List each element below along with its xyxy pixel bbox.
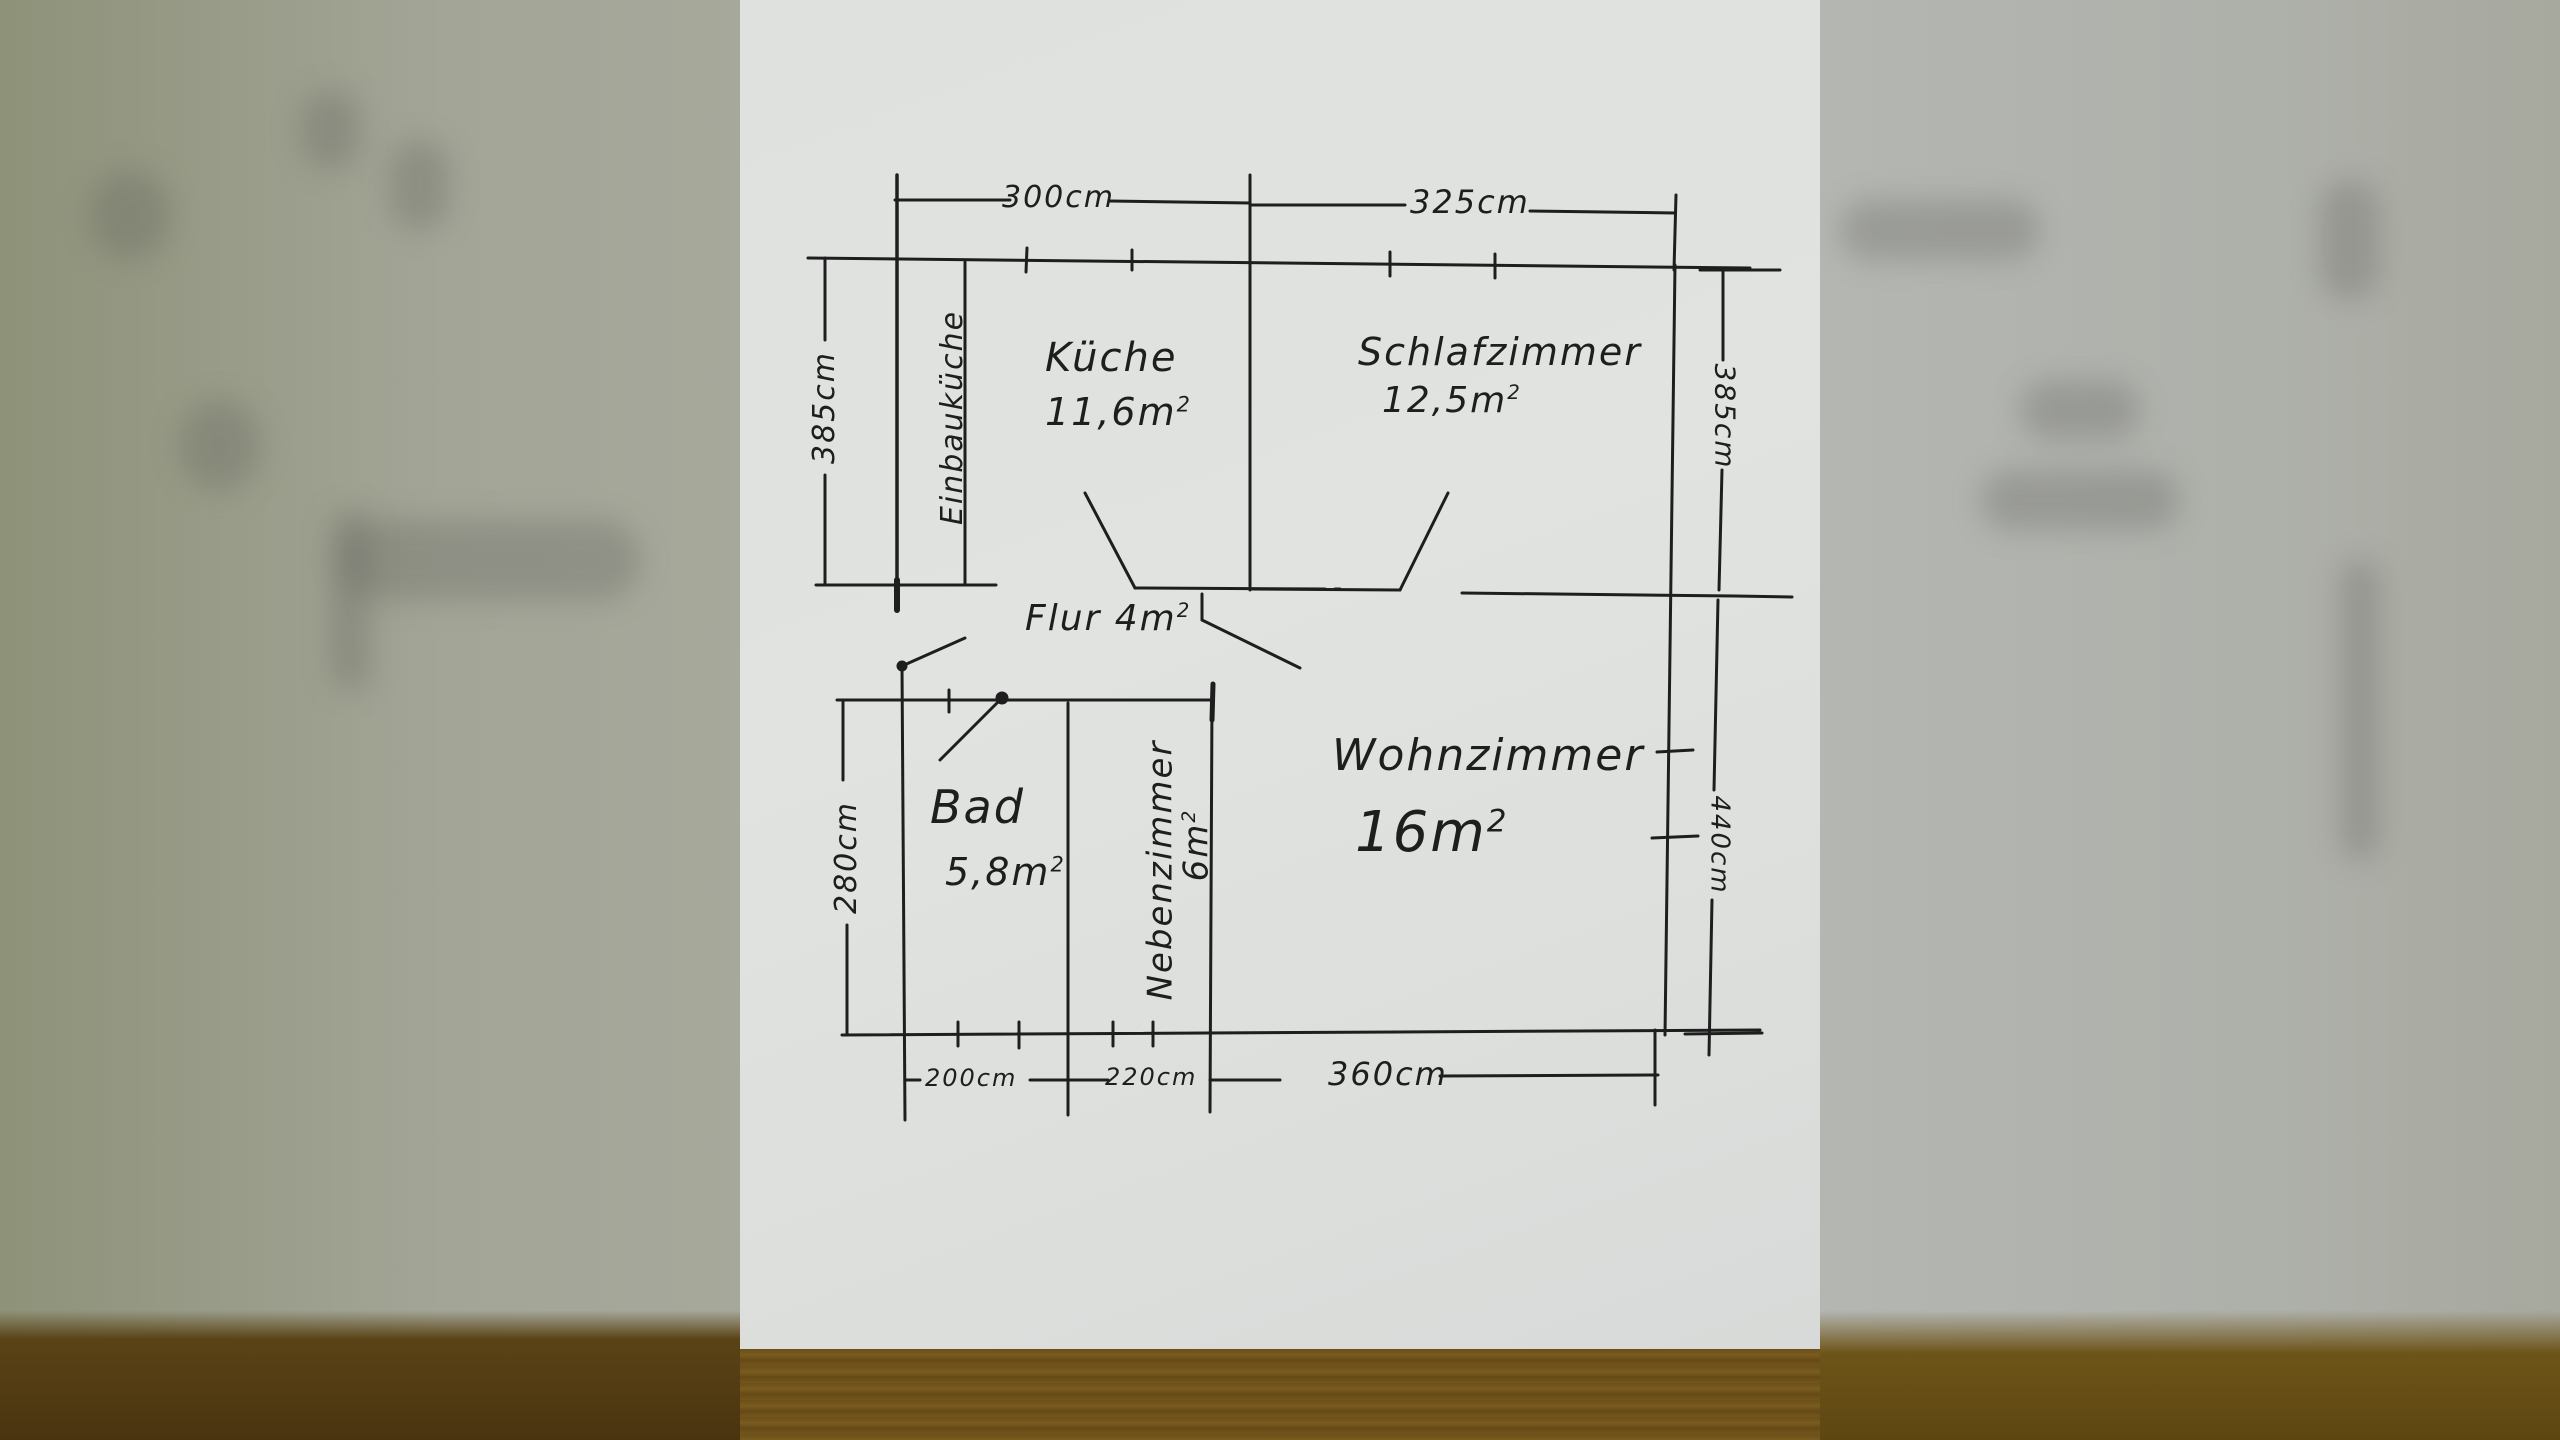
dim-label-bottom-wohn: 360cm xyxy=(1328,1055,1448,1093)
dim-label-left-upper: 385cm xyxy=(806,351,842,464)
dimension-line-right xyxy=(1683,268,1782,1057)
room-label-nebenzimmer: Nebenzimmer xyxy=(1140,739,1181,1001)
blur-mark xyxy=(390,140,450,230)
blur-mark xyxy=(330,510,370,690)
blur-mark xyxy=(1980,470,2180,530)
room-label-einbaukueche: Einbauküche xyxy=(935,309,971,526)
dim-label-top-right: 325cm xyxy=(1410,183,1530,221)
room-area-kueche: 11,6m2 xyxy=(1045,390,1192,434)
wall-top xyxy=(806,246,1752,280)
room-label-schlafzimmer: Schlafzimmer xyxy=(1358,330,1642,374)
room-area-bad: 5,8m2 xyxy=(945,850,1066,894)
dimension-line-left-lower xyxy=(841,700,849,1037)
room-label-kueche: Küche xyxy=(1045,335,1178,381)
wall-bottom xyxy=(840,1020,1762,1050)
wall-bad-left xyxy=(900,664,907,1122)
door-swing-schlafzimmer xyxy=(1398,491,1450,592)
blur-mark xyxy=(340,520,640,600)
wall-kueche-bottom xyxy=(814,491,1794,670)
room-label-wohnzimmer: Wohnzimmer xyxy=(1332,730,1645,781)
door-swing-kueche xyxy=(1083,491,1137,590)
blurred-background-left xyxy=(0,0,740,1440)
dimension-line-top xyxy=(893,173,1678,612)
wall-bad-top xyxy=(835,681,1216,723)
door-swing-wohnzimmer xyxy=(1200,618,1302,670)
blurred-background-right xyxy=(1820,0,2560,1440)
blur-mark xyxy=(1840,200,2040,260)
blur-mark xyxy=(90,170,170,260)
dim-label-left-lower: 280cm xyxy=(828,801,864,914)
dimension-line-bottom xyxy=(903,1028,1660,1107)
blur-mark xyxy=(180,400,260,490)
wall-right xyxy=(1650,263,1700,1037)
wooden-table xyxy=(740,1349,1820,1440)
dim-label-right-lower: 440cm xyxy=(1704,795,1735,895)
room-label-bad: Bad xyxy=(930,780,1025,834)
dim-label-bottom-bad: 200cm xyxy=(925,1064,1018,1092)
wall-nebenzimmer-right xyxy=(1208,698,1214,1114)
dim-label-bottom-neben: 220cm xyxy=(1105,1063,1198,1091)
dim-label-top-left: 300cm xyxy=(1002,180,1115,215)
room-area-schlafzimmer: 12,5m2 xyxy=(1382,380,1522,421)
floor-plan-photo: 300cm 325cm 385cm 385cm 280cm 440cm 200c… xyxy=(740,0,1820,1440)
dim-label-right-upper: 385cm xyxy=(1708,363,1742,470)
room-area-nebenzimmer: 6m2 xyxy=(1176,808,1217,882)
paper-sheet xyxy=(740,0,1820,1349)
room-area-wohnzimmer: 16m2 xyxy=(1355,800,1509,865)
blur-mark xyxy=(2020,380,2140,440)
floor-plan-drawing xyxy=(806,173,1794,1122)
room-label-flur: Flur 4m2 xyxy=(1025,598,1192,639)
blur-mark xyxy=(2320,180,2380,300)
blur-mark xyxy=(300,90,360,170)
blur-mark xyxy=(2340,560,2380,860)
door-swing-bad xyxy=(896,636,1009,762)
